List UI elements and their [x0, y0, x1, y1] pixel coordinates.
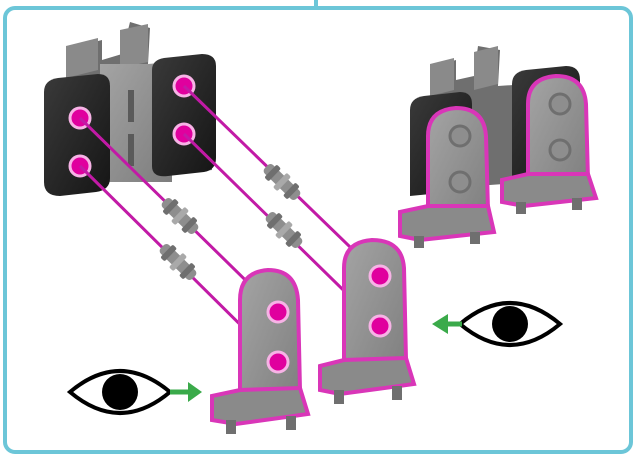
- connector-pin: [161, 198, 199, 234]
- foot-piece-left: [210, 267, 311, 434]
- eye-icon: [456, 301, 564, 347]
- assembled-part: [398, 46, 599, 248]
- hole-marker: [368, 314, 392, 338]
- hole-marker: [266, 300, 290, 324]
- hole-marker: [266, 350, 290, 374]
- connector-pin: [263, 164, 301, 200]
- arrow-left-icon: [432, 314, 462, 334]
- arrow-right-icon: [170, 382, 202, 402]
- connector-pin: [159, 244, 197, 280]
- connector-pin: [265, 212, 303, 248]
- eye-icon: [66, 369, 174, 415]
- foot-piece-right: [318, 237, 417, 404]
- hole-marker: [368, 264, 392, 288]
- base-connector-block-exploded: [44, 22, 216, 196]
